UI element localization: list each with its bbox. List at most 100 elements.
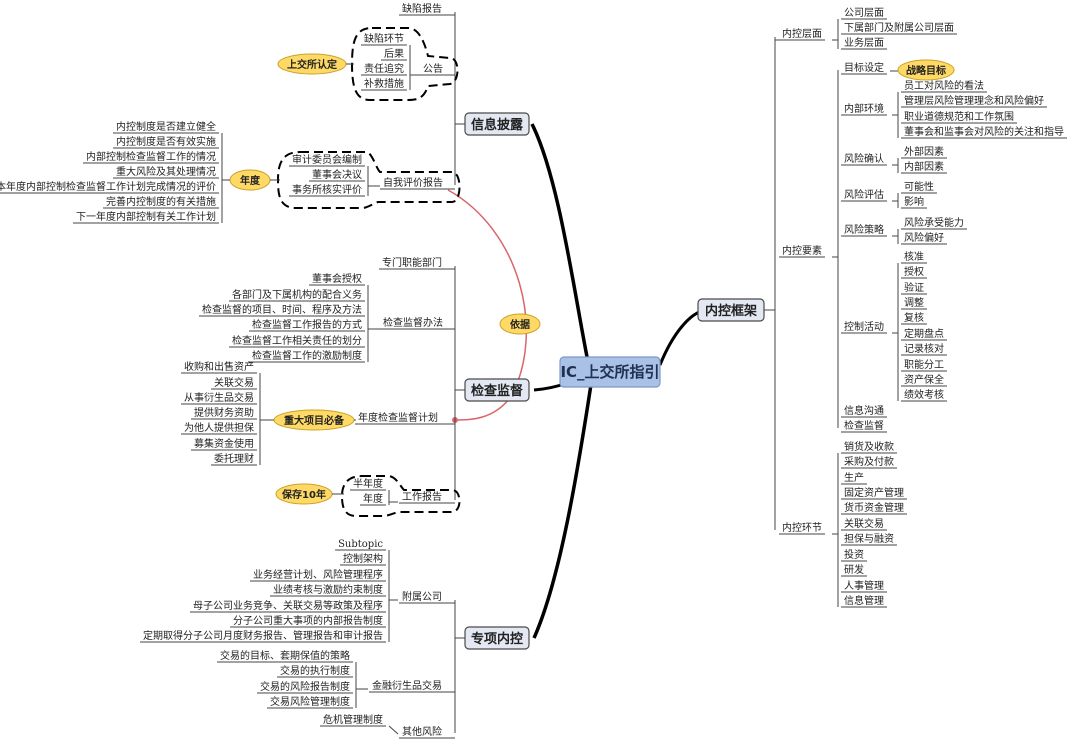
subsidiary-item-3[interactable]: 业绩考核与激励约束制度 xyxy=(273,583,383,596)
plan-item-5[interactable]: 募集资金使用 xyxy=(194,437,254,450)
report-note[interactable]: 保存10年 xyxy=(281,488,326,501)
topic-framework[interactable]: 内控框架 xyxy=(705,303,757,319)
plan-item-0[interactable]: 收购和出售资产 xyxy=(184,360,254,373)
level-item-0[interactable]: 公司层面 xyxy=(844,7,884,19)
env-item-0[interactable]: 员工对风险的看法 xyxy=(904,79,984,92)
elements-node[interactable]: 内控要素 xyxy=(782,244,822,257)
selfeval-item-2[interactable]: 事务所核实评价 xyxy=(292,183,362,196)
subsidiary-item-5[interactable]: 分子公司重大事项的内部报告制度 xyxy=(233,614,383,627)
links-item-6[interactable]: 担保与融资 xyxy=(844,532,894,545)
links-item-7[interactable]: 投资 xyxy=(844,548,864,561)
control-node[interactable]: 控制活动 xyxy=(844,320,884,333)
report-node[interactable]: 工作报告 xyxy=(402,490,442,503)
env-item-3[interactable]: 董事会和监事会对风险的关注和指导 xyxy=(904,125,1064,138)
subsidiary-item-1[interactable]: 控制架构 xyxy=(343,552,383,565)
env-item-2[interactable]: 职业道德规范和工作氛围 xyxy=(904,110,1014,123)
level-item-1[interactable]: 下属部门及附属公司层面 xyxy=(844,21,954,34)
links-item-1[interactable]: 采购及付款 xyxy=(844,455,894,468)
method-item-3[interactable]: 检查监督工作报告的方式 xyxy=(252,318,362,331)
notice-item-0[interactable]: 缺陷环节 xyxy=(364,32,404,45)
env-node[interactable]: 内部环境 xyxy=(844,102,884,115)
deriv-item-2[interactable]: 交易的风险报告制度 xyxy=(260,680,350,693)
selfeval-item-1[interactable]: 董事会决议 xyxy=(312,168,362,181)
level-item-2[interactable]: 业务层面 xyxy=(844,36,884,49)
plan-node[interactable]: 年度检查监督计划 xyxy=(358,411,438,424)
comm-node[interactable]: 信息沟通 xyxy=(844,404,884,417)
selfeval-detail-2[interactable]: 内部控制检查监督工作的情况 xyxy=(86,150,216,163)
control-item-4[interactable]: 复核 xyxy=(904,311,924,324)
topic-disclosure[interactable]: 信息披露 xyxy=(471,117,524,133)
subsidiary-node[interactable]: 附属公司 xyxy=(402,590,442,603)
method-item-1[interactable]: 各部门及下属机构的配合义务 xyxy=(232,288,362,301)
control-item-9[interactable]: 绩效考核 xyxy=(904,388,944,401)
selfeval-detail-4[interactable]: 本年度内部控制检查监督工作计划完成情况的评价 xyxy=(0,180,216,193)
control-item-5[interactable]: 定期盘点 xyxy=(904,327,944,340)
deriv-node[interactable]: 金融衍生品交易 xyxy=(372,679,442,692)
selfeval-detail-1[interactable]: 内控制度是否有效实施 xyxy=(116,135,216,148)
deriv-item-0[interactable]: 交易的目标、套期保值的策略 xyxy=(220,649,350,662)
selfeval-note[interactable]: 年度 xyxy=(240,174,261,187)
control-item-6[interactable]: 记录核对 xyxy=(904,342,944,355)
selfeval-detail-6[interactable]: 下一年度内部控制有关工作计划 xyxy=(76,210,216,223)
confirm-item-1[interactable]: 内部因素 xyxy=(904,160,944,173)
selfeval-detail-5[interactable]: 完善内控制度的有关措施 xyxy=(106,195,216,208)
notice-note[interactable]: 上交所认定 xyxy=(287,58,337,71)
method-item-0[interactable]: 董事会授权 xyxy=(312,272,362,285)
notice-item-3[interactable]: 补救措施 xyxy=(364,77,404,90)
method-item-4[interactable]: 检查监督工作相关责任的划分 xyxy=(232,334,362,347)
control-item-3[interactable]: 调整 xyxy=(904,296,924,309)
plan-item-1[interactable]: 关联交易 xyxy=(214,376,254,389)
strategy-node[interactable]: 风险策略 xyxy=(844,223,884,236)
plan-item-6[interactable]: 委托理财 xyxy=(214,452,254,465)
strategy-item-1[interactable]: 风险偏好 xyxy=(904,231,944,244)
basis-note[interactable]: 依据 xyxy=(510,318,530,331)
control-item-8[interactable]: 资产保全 xyxy=(904,373,944,386)
assess-item-0[interactable]: 可能性 xyxy=(904,180,934,193)
root-topic[interactable]: IC_上交所指引 xyxy=(560,363,659,381)
confirm-node[interactable]: 风险确认 xyxy=(844,152,884,165)
links-item-5[interactable]: 关联交易 xyxy=(844,517,884,530)
goal-node[interactable]: 目标设定 xyxy=(844,61,884,74)
assess-item-1[interactable]: 影响 xyxy=(904,195,924,208)
report-item-1[interactable]: 年度 xyxy=(363,492,383,505)
confirm-item-0[interactable]: 外部因素 xyxy=(904,145,944,158)
topic-supervision[interactable]: 检查监督 xyxy=(471,383,523,399)
control-item-1[interactable]: 授权 xyxy=(904,265,924,278)
subsidiary-item-4[interactable]: 母子公司业务竞争、关联交易等政策及程序 xyxy=(193,599,383,612)
links-item-3[interactable]: 固定资产管理 xyxy=(844,486,904,499)
selfeval-item-0[interactable]: 审计委员会编制 xyxy=(292,153,362,166)
control-item-7[interactable]: 职能分工 xyxy=(904,358,944,371)
plan-item-3[interactable]: 提供财务资助 xyxy=(194,406,254,419)
goal-note[interactable]: 战略目标 xyxy=(906,64,946,77)
method-item-2[interactable]: 检查监督的项目、时间、程序及方法 xyxy=(202,303,362,316)
assess-node[interactable]: 风险评估 xyxy=(844,188,884,201)
method-node[interactable]: 检查监督办法 xyxy=(383,316,443,329)
links-item-10[interactable]: 信息管理 xyxy=(844,594,884,607)
subsidiary-item-2[interactable]: 业务经营计划、风险管理程序 xyxy=(253,568,383,581)
report-item-0[interactable]: 半年度 xyxy=(353,477,383,490)
strategy-item-0[interactable]: 风险承受能力 xyxy=(904,216,964,229)
topic-special[interactable]: 专项内控 xyxy=(471,631,523,647)
selfeval-detail-3[interactable]: 重大风险及其处理情况 xyxy=(116,165,216,178)
deriv-item-1[interactable]: 交易的执行制度 xyxy=(280,664,350,677)
links-item-0[interactable]: 销货及收款 xyxy=(844,440,894,453)
other-node[interactable]: 其他风险 xyxy=(402,725,442,738)
links-item-2[interactable]: 生产 xyxy=(844,471,864,484)
method-item-5[interactable]: 检查监督工作的激励制度 xyxy=(252,349,362,362)
links-item-9[interactable]: 人事管理 xyxy=(844,579,884,592)
deriv-item-3[interactable]: 交易风险管理制度 xyxy=(270,695,350,708)
notice-item-2[interactable]: 责任追究 xyxy=(364,62,404,75)
plan-item-2[interactable]: 从事衍生品交易 xyxy=(184,391,254,404)
notice-item-1[interactable]: 后果 xyxy=(384,48,404,60)
plan-item-4[interactable]: 为他人提供担保 xyxy=(184,421,254,434)
links-node[interactable]: 内控环节 xyxy=(782,521,822,534)
defect-report[interactable]: 缺陷报告 xyxy=(402,2,442,15)
notice-node[interactable]: 公告 xyxy=(423,62,443,75)
other-item-0[interactable]: 危机管理制度 xyxy=(323,713,383,726)
level-node[interactable]: 内控层面 xyxy=(782,27,822,40)
links-item-4[interactable]: 货币资金管理 xyxy=(844,501,904,514)
plan-note[interactable]: 重大项目必备 xyxy=(284,414,345,427)
selfeval-node[interactable]: 自我评价报告 xyxy=(383,176,443,189)
inspect-node[interactable]: 检查监督 xyxy=(844,419,884,432)
control-item-2[interactable]: 验证 xyxy=(904,281,924,294)
